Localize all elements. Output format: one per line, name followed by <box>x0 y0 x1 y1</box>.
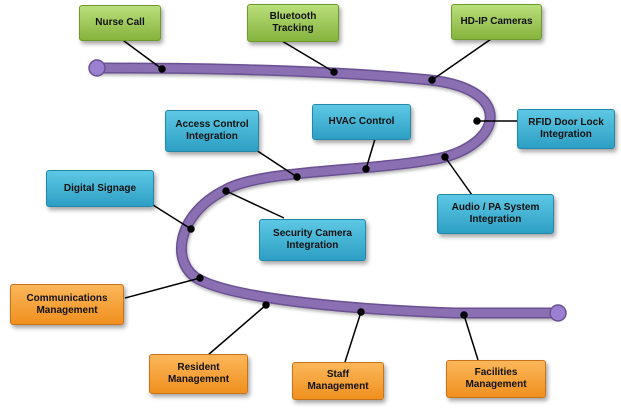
dot-access <box>293 173 301 181</box>
dot-facilities <box>460 311 468 319</box>
node-label: Facilities Management <box>465 367 527 390</box>
node-hvac-control: HVAC Control <box>312 104 411 140</box>
node-digital-signage: Digital Signage <box>46 170 154 207</box>
connector-access <box>255 149 298 178</box>
node-access-control: Access Control Integration <box>165 110 259 152</box>
connector-audio <box>444 156 473 196</box>
dot-audio <box>441 153 449 161</box>
node-audio-pa-system: Audio / PA System Integration <box>437 194 554 234</box>
connector-digital <box>152 204 192 230</box>
node-rfid-door-lock: RFID Door Lock Integration <box>517 109 615 149</box>
node-hd-ip-cameras: HD-IP Cameras <box>451 4 542 40</box>
connector-hvac <box>365 138 376 170</box>
node-label: RFID Door Lock Integration <box>528 117 604 140</box>
node-facilities-management: Facilities Management <box>446 360 546 398</box>
node-bluetooth-tracking: Bluetooth Tracking <box>247 4 339 42</box>
node-security-camera: Security Camera Integration <box>259 219 366 261</box>
node-label: Access Control Integration <box>175 119 249 142</box>
node-label: Nurse Call <box>95 17 145 28</box>
path-end-endpoint <box>549 304 567 322</box>
node-label: Communications Management <box>26 292 108 316</box>
node-resident-management: Resident Management <box>149 354 248 394</box>
dot-communications <box>196 274 204 282</box>
node-nurse-call: Nurse Call <box>79 5 161 41</box>
connector-hd-ip <box>431 36 495 81</box>
connector-resident <box>207 304 267 356</box>
node-label: Resident Management <box>167 362 230 385</box>
connector-staff <box>344 311 362 363</box>
connector-communications <box>124 277 201 299</box>
node-communications-management: Communications Management <box>10 284 124 325</box>
node-label: Audio / PA System Integration <box>451 202 540 225</box>
node-label: Bluetooth Tracking <box>269 11 317 34</box>
dot-security <box>222 187 230 195</box>
path-start-endpoint <box>88 59 106 77</box>
dot-hd-ip <box>428 76 436 84</box>
connector-bluetooth <box>281 40 335 73</box>
timeline-path-fill <box>93 64 562 317</box>
dot-hvac <box>362 165 370 173</box>
dot-digital <box>187 225 195 233</box>
dot-bluetooth <box>330 68 338 76</box>
dot-resident <box>262 301 270 309</box>
node-label: Digital Signage <box>63 182 137 194</box>
node-staff-management: Staff Management <box>292 362 384 400</box>
node-label: Security Camera Integration <box>273 228 352 251</box>
node-label: Staff Management <box>307 369 369 392</box>
connector-nurse-call <box>119 37 163 70</box>
connector-facilities <box>463 314 479 361</box>
dot-nurse-call <box>158 65 166 73</box>
connector-security <box>225 190 285 219</box>
node-label: HVAC Control <box>328 116 395 127</box>
dot-rfid <box>473 117 481 125</box>
node-label: HD-IP Cameras <box>460 16 533 27</box>
dot-staff <box>357 308 365 316</box>
